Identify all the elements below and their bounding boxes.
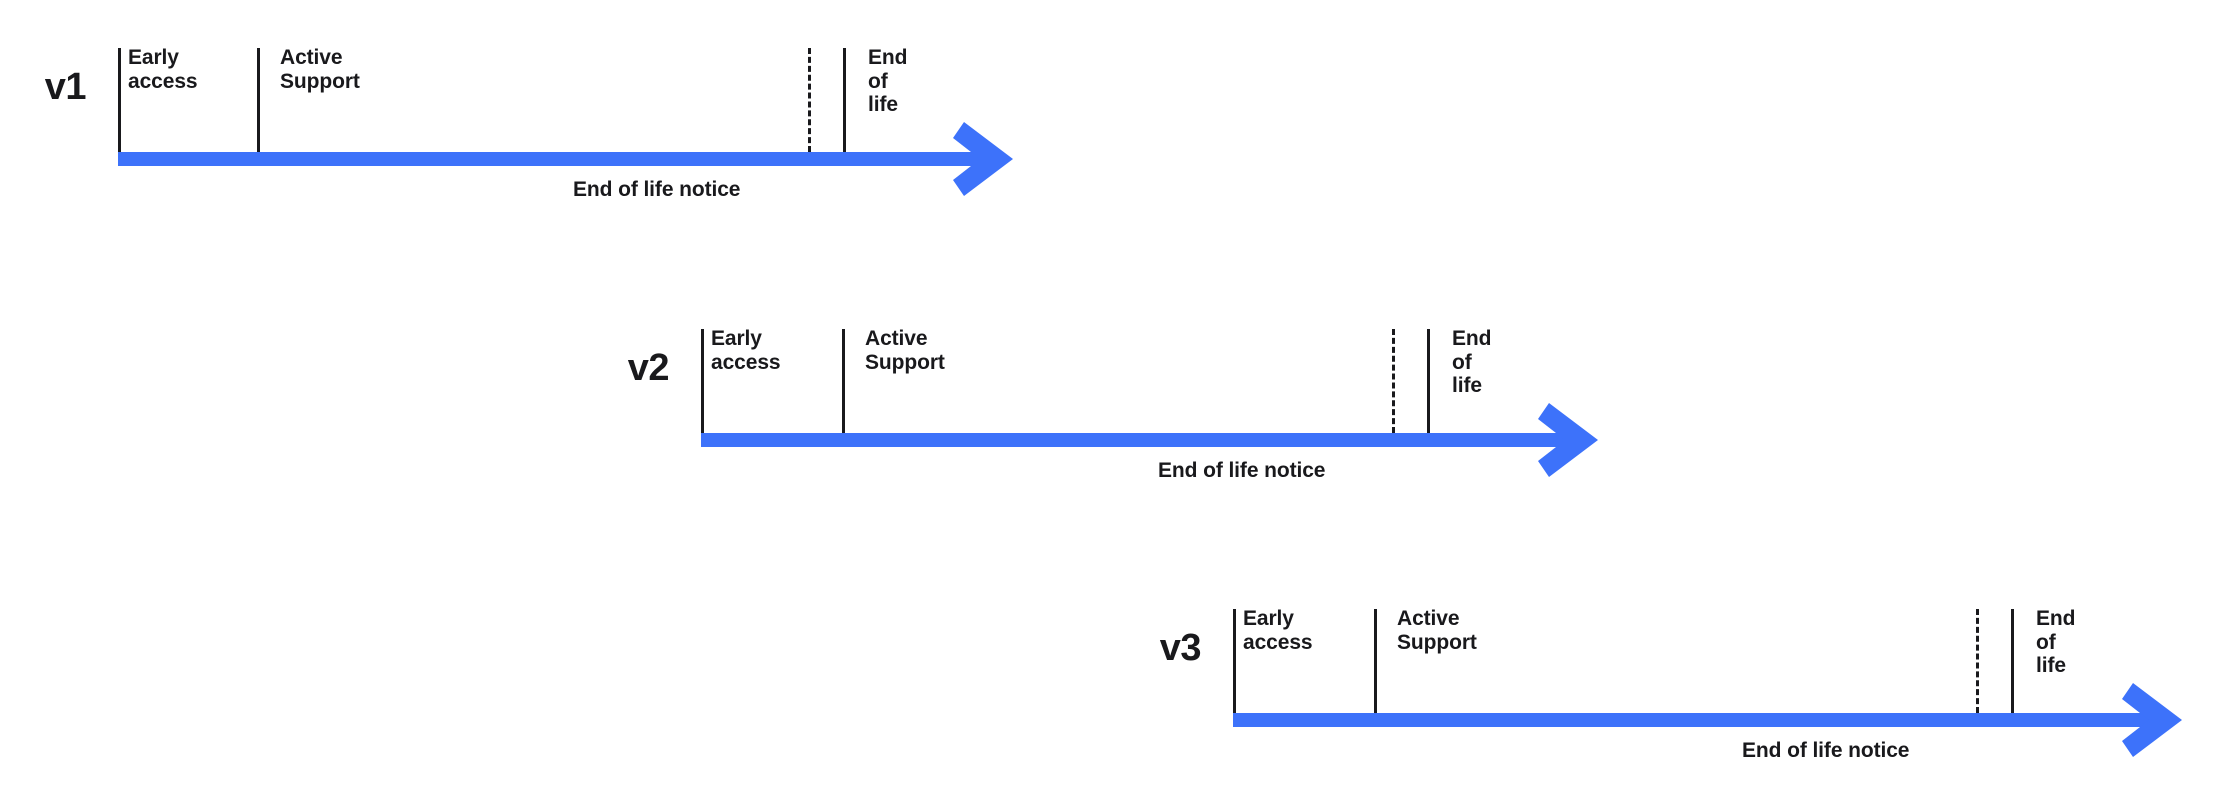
divider-early-access-start-v3 <box>1233 609 1236 713</box>
notice-label-v1: End of life notice <box>573 178 741 201</box>
version-label-v1: v1 <box>44 66 87 108</box>
phase-label-end-of-life-v3: End of life <box>2036 607 2076 678</box>
divider-end-of-life-notice-marker-v3 <box>1976 609 1979 713</box>
phase-label-early-access-v1: Early access <box>128 46 198 93</box>
divider-end-of-life-start-v3 <box>2011 609 2014 713</box>
divider-early-access-start-v1 <box>118 48 121 152</box>
divider-end-of-life-notice-marker-v2 <box>1392 329 1395 433</box>
timeline-bar-v1 <box>118 152 985 166</box>
divider-end-of-life-notice-marker-v1 <box>808 48 811 152</box>
divider-early-access-start-v2 <box>701 329 704 433</box>
divider-active-support-start-v1 <box>257 48 260 152</box>
phase-label-end-of-life-v2: End of life <box>1452 327 1492 398</box>
phase-label-active-support-v1: Active Support <box>280 46 360 93</box>
divider-active-support-start-v2 <box>842 329 845 433</box>
phase-label-active-support-v3: Active Support <box>1397 607 1477 654</box>
divider-active-support-start-v3 <box>1374 609 1377 713</box>
phase-label-active-support-v2: Active Support <box>865 327 945 374</box>
timeline-arrow-head-v1 <box>953 122 1013 196</box>
phase-label-end-of-life-v1: End of life <box>868 46 908 117</box>
divider-end-of-life-start-v2 <box>1427 329 1430 433</box>
notice-label-v2: End of life notice <box>1158 459 1326 482</box>
divider-end-of-life-start-v1 <box>843 48 846 152</box>
phase-label-early-access-v2: Early access <box>711 327 781 374</box>
timeline-arrow-head-v3 <box>2122 683 2182 757</box>
version-label-v2: v2 <box>627 347 670 389</box>
notice-label-v3: End of life notice <box>1742 739 1910 762</box>
timeline-bar-v2 <box>701 433 1570 447</box>
phase-label-early-access-v3: Early access <box>1243 607 1313 654</box>
version-label-v3: v3 <box>1159 627 1202 669</box>
timeline-arrow-head-v2 <box>1538 403 1598 477</box>
timeline-bar-v3 <box>1233 713 2154 727</box>
